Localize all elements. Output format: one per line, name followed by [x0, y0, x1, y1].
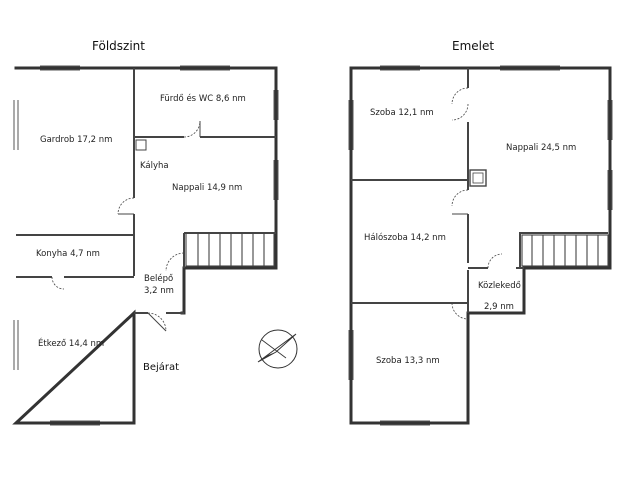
ground-door-leaf-entrance	[147, 312, 167, 332]
upper-door-swing-szoba2	[451, 302, 469, 320]
upper-door-swing-halo	[451, 189, 469, 207]
room-label-belepo-name: Belépő	[144, 273, 173, 284]
upper-floor-title: Emelet	[452, 39, 494, 53]
upper-floor-plan: Szoba 12,1 nm Nappali 24,5 nm Hálószoba …	[348, 65, 613, 426]
ground-door-swing-furdo	[183, 120, 201, 138]
ground-floor-title: Földszint	[92, 39, 145, 53]
room-label-belepo-area: 3,2 nm	[144, 286, 174, 296]
room-label-konyha: Konyha 4,7 nm	[36, 249, 100, 259]
upper-door-swing-szoba1	[451, 87, 469, 105]
room-label-szoba-upper-2: Szoba 13,3 nm	[376, 356, 440, 366]
ground-floor-plan: Gardrob 17,2 nm Fürdő és WC 8,6 nm Kályh…	[12, 65, 279, 426]
room-label-etkezo: Étkező 14,4 nm	[38, 337, 104, 349]
north-arrow-icon	[257, 329, 298, 369]
room-label-kozlekedo-area: 2,9 nm	[484, 302, 514, 312]
upper-windows	[348, 65, 613, 426]
ground-staircase	[185, 232, 275, 267]
ground-inner-walls	[16, 68, 276, 314]
upper-door-swing-kozlekedo	[487, 253, 503, 269]
room-label-nappali-upper: Nappali 24,5 nm	[506, 143, 576, 153]
room-label-kozlekedo-name: Közlekedő	[478, 281, 521, 291]
upper-inner-walls	[351, 68, 608, 313]
room-label-nappali-ground: Nappali 14,9 nm	[172, 183, 242, 193]
ground-windows	[13, 65, 279, 426]
ground-door-swing-belepo	[165, 252, 185, 272]
ground-door-swing-gardrob	[117, 197, 135, 215]
room-label-furdo: Fürdő és WC 8,6 nm	[160, 93, 246, 104]
room-label-szoba-upper-1: Szoba 12,1 nm	[370, 108, 434, 118]
label-kalyha: Kályha	[140, 161, 169, 171]
upper-staircase	[521, 234, 609, 267]
ground-door-swing-kitchen	[51, 276, 65, 290]
chimney-symbol	[469, 169, 487, 187]
room-label-haloszoba: Hálószoba 14,2 nm	[364, 232, 446, 243]
entrance-label: Bejárat	[143, 361, 179, 373]
upper-door-swing-szoba1b	[451, 103, 469, 121]
stove-symbol	[135, 139, 147, 151]
upper-outer-wall	[349, 66, 612, 425]
room-label-gardrob: Gardrob 17,2 nm	[40, 135, 112, 145]
ground-door-swing-entrance	[147, 312, 167, 332]
